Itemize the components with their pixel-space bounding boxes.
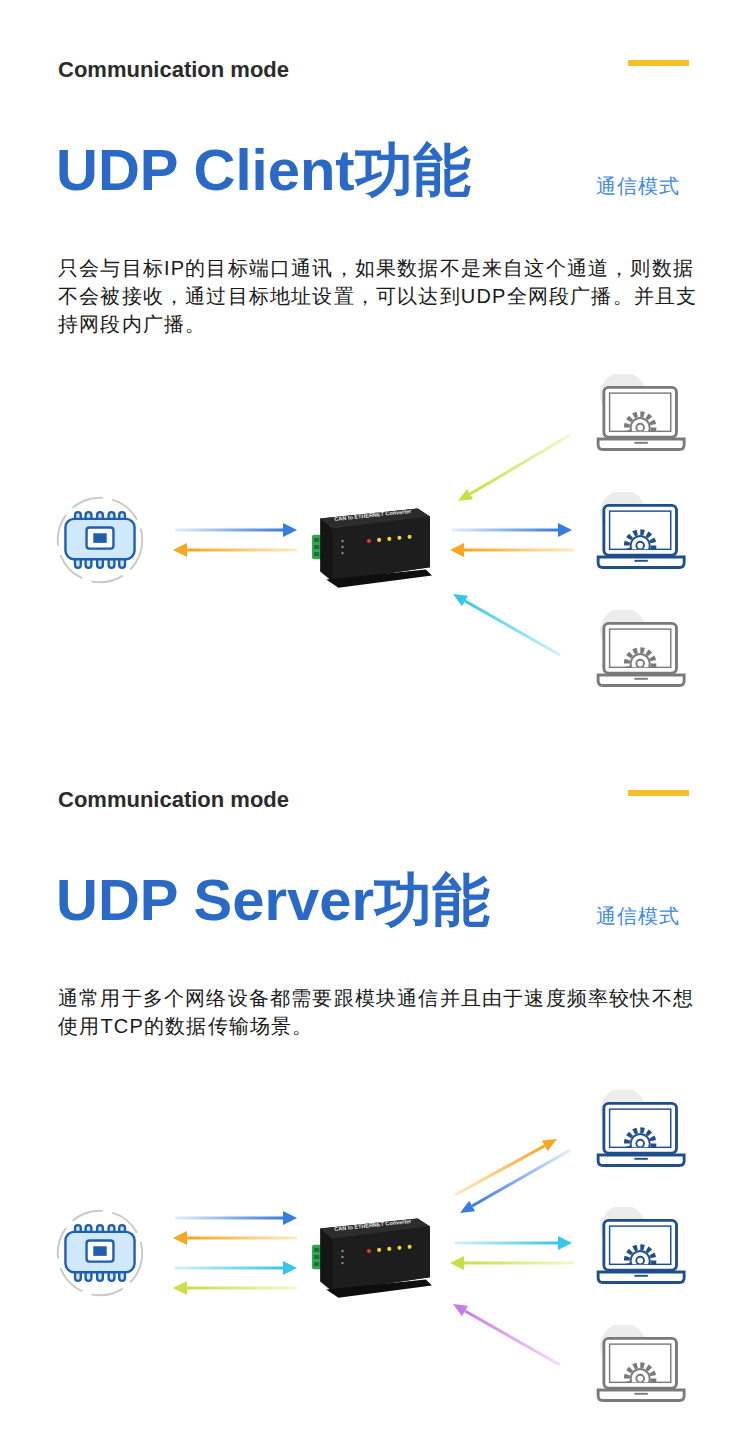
description-text: 只会与目标IP的目标端口通讯，如果数据不是来自这个通道，则数据不会被接收，通过目… (58, 254, 698, 338)
section-heading: UDP Client功能 (56, 134, 616, 206)
section-heading: UDP Server功能 (56, 864, 616, 936)
description-text: 通常用于多个网络设备都需要跟模块通信并且由于速度频率较快不想使用TCP的数据传输… (58, 984, 698, 1040)
section-tag: 通信模式 (596, 903, 706, 929)
section-kicker: Communication mode (58, 56, 458, 84)
section-kicker: Communication mode (58, 786, 458, 814)
section-tag: 通信模式 (596, 173, 706, 199)
